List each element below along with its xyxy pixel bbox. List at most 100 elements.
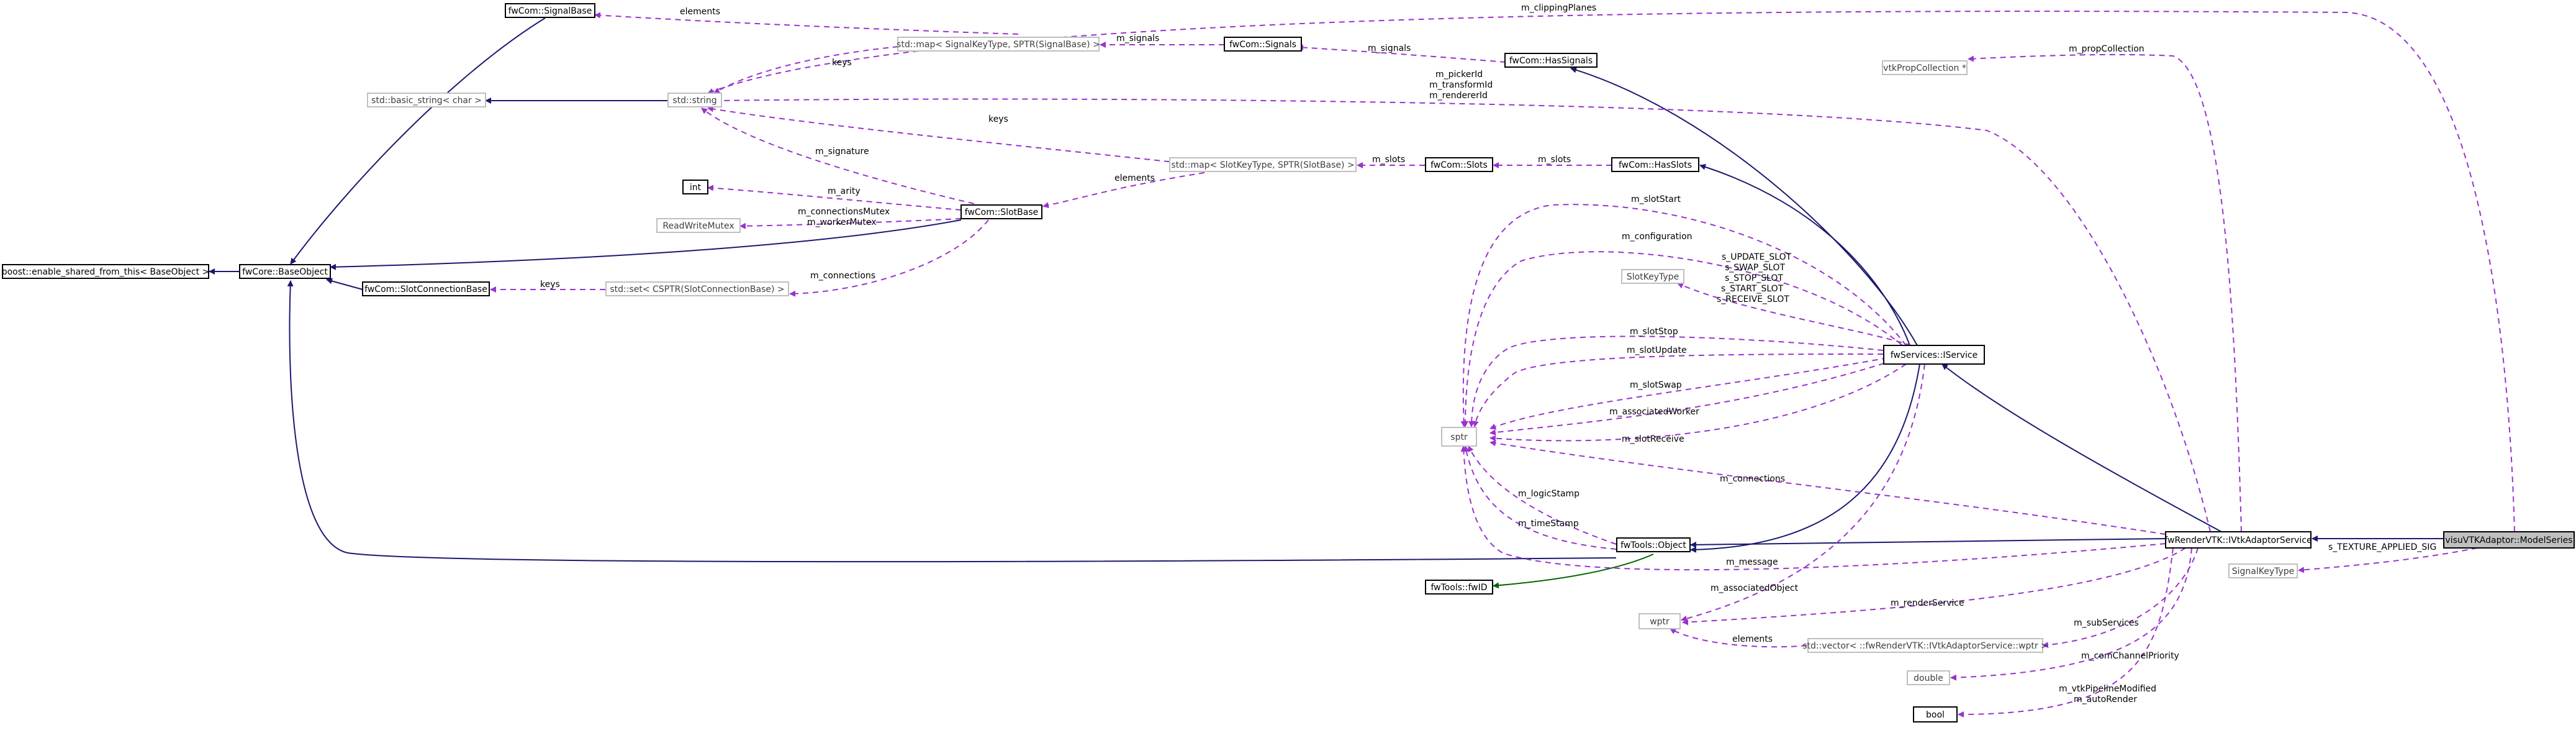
node-enable-shared[interactable]: boost::enable_shared_from_this< BaseObje… bbox=[2, 264, 210, 279]
node-map-signal-label: std::map< SignalKeyType, SPTR(SignalBase… bbox=[897, 40, 1100, 50]
node-has-signals-label: fwCom::HasSignals bbox=[1509, 56, 1593, 66]
node-int-label: int bbox=[690, 183, 702, 193]
label-picker-3: m_rendererId bbox=[1429, 91, 1488, 101]
edge-string-slotbase bbox=[701, 107, 994, 209]
node-vtk-prop-collection[interactable]: vtkPropCollection * bbox=[1882, 60, 1968, 75]
node-map-slot[interactable]: std::map< SlotKeyType, SPTR(SlotBase) > bbox=[1169, 157, 1357, 172]
node-double[interactable]: double bbox=[1907, 670, 1950, 685]
node-basic-string[interactable]: std::basic_string< char > bbox=[367, 93, 486, 107]
node-slot-base[interactable]: fwCom::SlotBase bbox=[960, 204, 1042, 219]
edge-object-baseobject bbox=[287, 280, 1617, 563]
node-vector-wptr[interactable]: std::vector< ::fwRenderVTK::IVtkAdaptorS… bbox=[1802, 638, 2048, 653]
label-m-prop-collection: m_propCollection bbox=[2069, 44, 2144, 54]
label-picker-1: m_pickerId bbox=[1435, 70, 1483, 80]
node-has-slots[interactable]: fwCom::HasSlots bbox=[1611, 157, 1699, 172]
edge-string-mapsignal bbox=[713, 46, 899, 94]
edge-propcollection-adaptor bbox=[1968, 53, 2242, 532]
node-set-slot-conn[interactable]: std::set< CSPTR(SlotConnectionBase) > bbox=[605, 281, 789, 296]
node-wptr[interactable]: wptr bbox=[1638, 613, 1681, 629]
edge-setslot-slotbase bbox=[789, 219, 989, 297]
edge-string-adaptor-ids bbox=[715, 97, 2211, 532]
node-std-string[interactable]: std::string bbox=[667, 93, 722, 107]
label-m-slots-a: m_slots bbox=[1372, 155, 1405, 165]
label-m-slot-receive: m_slotReceive bbox=[1622, 434, 1684, 444]
edge-double-adaptor bbox=[1950, 547, 2192, 681]
node-signal-base-label: fwCom::SignalBase bbox=[508, 6, 592, 16]
edge-adaptor-iservice bbox=[1941, 363, 2222, 532]
node-slots[interactable]: fwCom::Slots bbox=[1425, 157, 1493, 172]
node-wptr-label: wptr bbox=[1650, 617, 1670, 627]
label-m-connections-a: m_connections bbox=[810, 271, 875, 281]
label-elements-c: elements bbox=[1732, 634, 1773, 644]
node-map-signal[interactable]: std::map< SignalKeyType, SPTR(SignalBase… bbox=[897, 37, 1100, 52]
node-std-string-label: std::string bbox=[672, 96, 716, 106]
node-bool[interactable]: bool bbox=[1913, 706, 1958, 722]
label-slot-ids-3: s_STOP_SLOT bbox=[1725, 273, 1783, 283]
edges bbox=[209, 11, 2515, 718]
label-slot-ids-1: s_UPDATE_SLOT bbox=[1722, 252, 1792, 262]
label-m-slots-b: m_slots bbox=[1538, 155, 1571, 165]
node-iservice[interactable]: fwServices::IService bbox=[1883, 345, 1985, 365]
node-signal-base[interactable]: fwCom::SignalBase bbox=[505, 3, 595, 18]
node-slot-key-type[interactable]: SlotKeyType bbox=[1621, 269, 1684, 284]
label-m-connections-b: m_connections bbox=[1720, 474, 1785, 484]
node-rw-mutex[interactable]: ReadWriteMutex bbox=[656, 218, 741, 233]
label-elements-top: elements bbox=[680, 7, 720, 17]
edge-slotbase-mapslot bbox=[1042, 172, 1205, 209]
edge-string-mapslot bbox=[707, 106, 1180, 163]
label-m-slot-update: m_slotUpdate bbox=[1627, 345, 1687, 355]
label-m-slot-swap: m_slotSwap bbox=[1630, 380, 1682, 390]
edge-sptr-iservice-slotstart bbox=[1460, 204, 1907, 427]
label-mutex-1: m_connectionsMutex bbox=[798, 207, 890, 217]
label-keys-c: keys bbox=[540, 280, 560, 289]
edge-sptr-iservice-update bbox=[1472, 353, 1884, 427]
label-bool-2: m_autoRender bbox=[2074, 695, 2137, 704]
node-fw-object-label: fwTools::Object bbox=[1620, 540, 1686, 550]
edge-iservice-hasslots bbox=[1699, 163, 1910, 346]
node-base-object[interactable]: fwCore::BaseObject bbox=[239, 264, 331, 279]
label-m-configuration: m_configuration bbox=[1622, 232, 1692, 242]
node-fw-id[interactable]: fwTools::fwID bbox=[1425, 580, 1493, 595]
node-has-signals[interactable]: fwCom::HasSignals bbox=[1504, 53, 1598, 68]
node-fw-object[interactable]: fwTools::Object bbox=[1616, 537, 1691, 552]
node-has-slots-label: fwCom::HasSlots bbox=[1619, 160, 1692, 170]
node-slot-key-type-label: SlotKeyType bbox=[1627, 272, 1679, 282]
node-int[interactable]: int bbox=[682, 180, 708, 194]
edge-wptr-adaptor bbox=[1682, 547, 2186, 626]
label-m-com-channel: m_comChannelPriority bbox=[2081, 651, 2179, 661]
node-sptr-label: sptr bbox=[1450, 432, 1468, 442]
label-m-message: m_message bbox=[1726, 557, 1778, 567]
node-model-series[interactable]: visuVTKAdaptor::ModelSeries bbox=[2443, 531, 2575, 549]
label-m-time-stamp: m_timeStamp bbox=[1518, 519, 1579, 529]
label-slot-ids-4: s_START_SLOT bbox=[1721, 284, 1784, 294]
label-keys-b: keys bbox=[988, 114, 1008, 124]
edge-vector-adaptor bbox=[2042, 547, 2199, 649]
label-m-signals-b: m_signals bbox=[1368, 43, 1411, 53]
edge-sptr-iservice-receive bbox=[1489, 363, 1907, 442]
edge-slotbase-baseobject bbox=[330, 219, 962, 270]
label-slot-ids-2: s_SWAP_SLOT bbox=[1725, 263, 1785, 273]
node-fw-id-label: fwTools::fwID bbox=[1430, 583, 1487, 593]
node-vector-wptr-label: std::vector< ::fwRenderVTK::IVtkAdaptorS… bbox=[1802, 641, 2048, 651]
node-sptr[interactable]: sptr bbox=[1441, 427, 1477, 447]
node-slot-connection-base[interactable]: fwCom::SlotConnectionBase bbox=[362, 281, 490, 296]
node-signals-label: fwCom::Signals bbox=[1229, 40, 1296, 50]
node-rw-mutex-label: ReadWriteMutex bbox=[662, 221, 734, 231]
edge-sptr-object-logic bbox=[1468, 445, 1617, 545]
node-slot-connection-base-label: fwCom::SlotConnectionBase bbox=[364, 285, 487, 294]
node-model-series-label: visuVTKAdaptor::ModelSeries bbox=[2445, 536, 2572, 545]
edge-sptr-adaptor-connections bbox=[1489, 440, 2166, 535]
edge-signalkeytype-modelseries bbox=[2298, 547, 2478, 573]
label-m-clipping-planes: m_clippingPlanes bbox=[1521, 3, 1596, 13]
node-signal-key-type[interactable]: SignalKeyType bbox=[2228, 563, 2298, 578]
label-s-texture: s_TEXTURE_APPLIED_SIG bbox=[2328, 542, 2436, 552]
node-bool-label: bool bbox=[1926, 710, 1945, 720]
edge-sptr-object-time bbox=[1463, 445, 1617, 550]
node-signals[interactable]: fwCom::Signals bbox=[1224, 37, 1302, 52]
label-m-sub-services: m_subServices bbox=[2074, 618, 2139, 628]
label-bool-1: m_vtkPipelineModified bbox=[2059, 684, 2156, 694]
node-iadaptor[interactable]: fwRenderVTK::IVtkAdaptorService bbox=[2164, 531, 2312, 549]
edge-mutex-slotbase bbox=[739, 218, 962, 229]
edge-sptr-iservice-stop bbox=[1468, 335, 1884, 427]
